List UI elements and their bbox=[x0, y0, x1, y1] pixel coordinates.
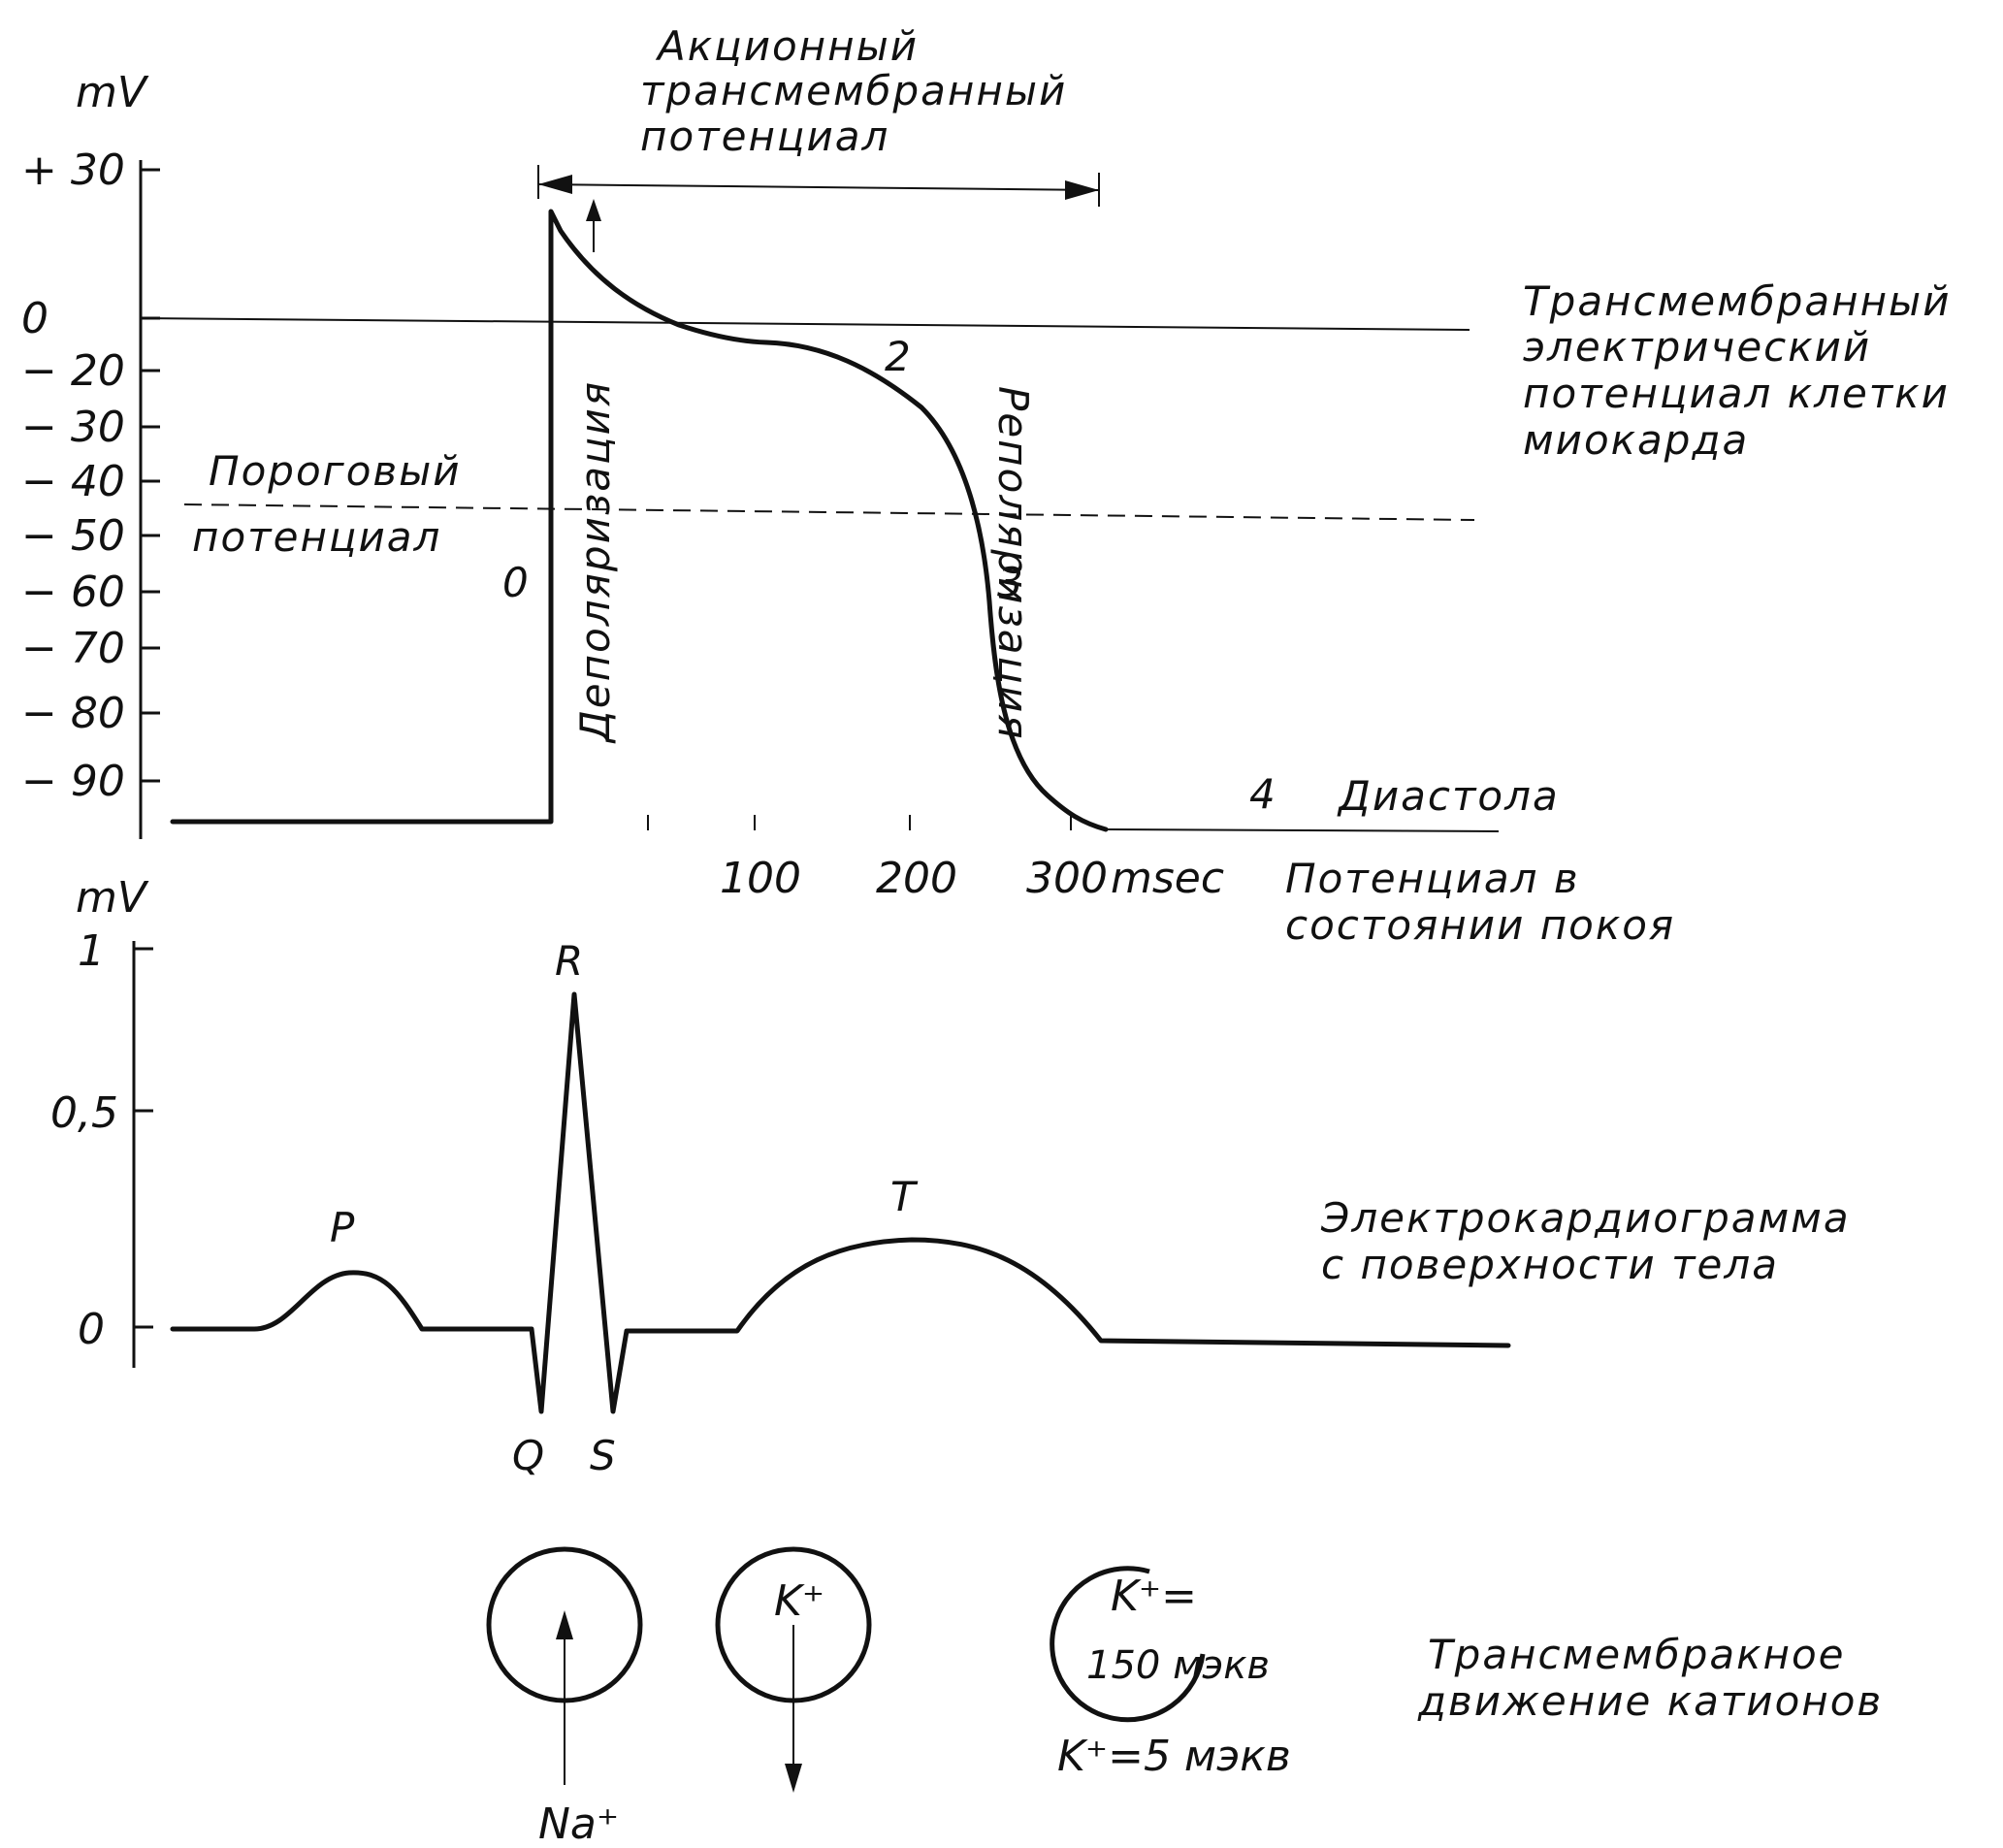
k-conc-inside-2: 150 мэкв bbox=[1086, 1643, 1270, 1688]
rest-label-1: Потенциал в bbox=[1285, 855, 1580, 902]
k-conc-outside: K⁺=5 мэкв bbox=[1057, 1732, 1291, 1781]
x-unit: msec bbox=[1111, 854, 1224, 903]
peak-arrowhead bbox=[586, 199, 601, 221]
membrane-label-3: потенциал клетки bbox=[1523, 370, 1950, 417]
membrane-label-1: Трансмембранный bbox=[1523, 277, 1952, 325]
diastole-label: Диастола bbox=[1337, 772, 1560, 820]
top-y-unit: mV bbox=[76, 68, 149, 117]
action-potential-chart: mV + 300− 20− 30− 40− 50− 60− 70− 80− 90… bbox=[21, 22, 1952, 949]
top-y-tick-label: − 60 bbox=[21, 567, 125, 617]
wave-r: R bbox=[555, 937, 583, 985]
ecg-chart: mV 1 0,5 0 P R T Q S Электрокардиограмма… bbox=[50, 873, 1851, 1479]
ecg-curve bbox=[170, 991, 1511, 1414]
ap-arrow-left bbox=[538, 175, 572, 194]
k-conc-inside-1: K⁺= bbox=[1111, 1572, 1197, 1621]
top-y-tick-label: − 80 bbox=[21, 689, 125, 738]
phase-2: 2 bbox=[885, 333, 911, 380]
top-y-tick-label: − 50 bbox=[21, 511, 125, 561]
ap-label-line-3: потенциал bbox=[640, 113, 889, 160]
cation-label-2: движение катионов bbox=[1417, 1677, 1883, 1725]
action-potential-curve bbox=[170, 209, 1109, 832]
wave-q: Q bbox=[512, 1432, 544, 1479]
phase-4: 4 bbox=[1249, 770, 1276, 818]
ap-label-line-2: трансмембранный bbox=[640, 67, 1067, 114]
cation-movement: Na⁺ K⁺ K⁺= 150 мэкв K⁺=5 мэкв Трансмембр… bbox=[486, 1546, 1883, 1848]
top-y-tick-label: − 90 bbox=[21, 757, 125, 806]
top-x-ticks bbox=[647, 815, 1072, 830]
ap-arrow-right bbox=[1065, 180, 1099, 200]
x-tick-100: 100 bbox=[720, 854, 801, 903]
depolarization-label: Деполяризация bbox=[571, 380, 619, 744]
threshold-label-2: потенциал bbox=[192, 513, 441, 561]
phase-3: 3 bbox=[997, 559, 1023, 606]
cation-label-1: Трансмембракное bbox=[1428, 1631, 1845, 1678]
top-y-tick-label: + 30 bbox=[21, 146, 125, 195]
rest-baseline bbox=[1105, 828, 1500, 832]
wave-t: T bbox=[890, 1173, 919, 1220]
ecg-label-1: Электрокардиограмма bbox=[1320, 1194, 1851, 1242]
top-y-tick-label: − 30 bbox=[21, 403, 125, 452]
k-arrowhead bbox=[785, 1764, 802, 1793]
zero-line bbox=[140, 317, 1470, 331]
k-cell-open-circle bbox=[1050, 1566, 1206, 1723]
repolarization-label: Реполяризация bbox=[989, 386, 1037, 741]
ap-label-line-1: Акционный bbox=[655, 22, 919, 70]
membrane-label-4: миокарда bbox=[1523, 416, 1749, 464]
x-tick-200: 200 bbox=[876, 854, 957, 903]
na-label: Na⁺ bbox=[538, 1799, 619, 1843]
top-y-tick-label: − 70 bbox=[21, 624, 125, 673]
wave-s: S bbox=[590, 1432, 616, 1479]
ecg-y-tick-1: 1 bbox=[78, 926, 105, 976]
phase-0: 0 bbox=[502, 559, 529, 606]
ecg-y-tick-0: 0 bbox=[78, 1305, 105, 1354]
k-label: K⁺ bbox=[774, 1576, 824, 1626]
rest-label-2: состоянии покоя bbox=[1285, 901, 1675, 949]
top-y-tick-label: − 20 bbox=[21, 346, 125, 396]
top-y-ticks: + 30 0− 20 − 30 − 40 − 50 − 60 − 70 − 80 − 90 bbox=[21, 146, 160, 806]
threshold-line bbox=[183, 503, 1475, 521]
ecg-label-2: с поверхности тела bbox=[1321, 1241, 1779, 1288]
threshold-label-1: Пороговый bbox=[209, 447, 462, 495]
membrane-label-2: электрический bbox=[1523, 323, 1871, 371]
ap-span-line bbox=[537, 183, 1100, 191]
top-y-tick-label: − 40 bbox=[21, 457, 125, 506]
na-arrowhead bbox=[556, 1610, 573, 1639]
ecg-y-tick-05: 0,5 bbox=[50, 1088, 118, 1138]
ecg-y-unit: mV bbox=[76, 873, 149, 923]
x-tick-300: 300 bbox=[1026, 854, 1108, 903]
wave-p: P bbox=[330, 1204, 355, 1251]
top-y-tick-label: 0 bbox=[21, 294, 48, 343]
